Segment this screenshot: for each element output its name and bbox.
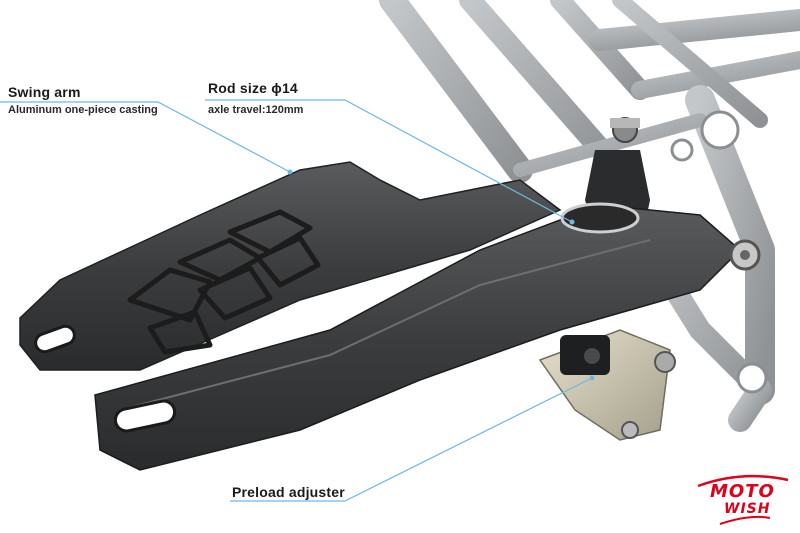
motowish-logo: MOTO WISH — [690, 468, 795, 528]
swing-arm — [19, 161, 761, 471]
rod-size-title: Rod size ϕ14 — [208, 80, 298, 96]
callout-lines — [0, 99, 593, 502]
linkage-bracket — [538, 329, 676, 441]
swing-arm-subtitle: Aluminum one-piece casting — [8, 104, 158, 116]
preload-adjuster-title: Preload adjuster — [232, 484, 345, 500]
logo-line-2: WISH — [724, 501, 771, 517]
logo-swoosh-icon — [697, 474, 789, 525]
rod-size-subtitle: axle travel:120mm — [208, 104, 304, 116]
logo-line-1: MOTO — [710, 481, 775, 502]
callout-dots — [287, 169, 595, 381]
frame-holes — [670, 110, 768, 394]
swing-arm-title: Swing arm — [8, 84, 81, 100]
frame — [379, 0, 800, 432]
